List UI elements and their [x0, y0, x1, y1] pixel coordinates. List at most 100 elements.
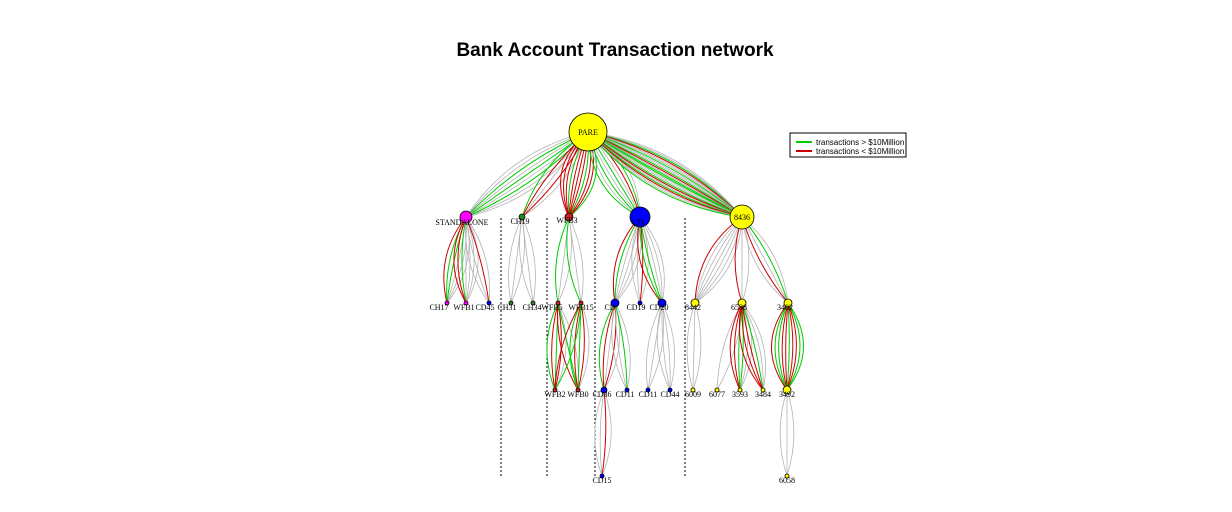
edge-bundle-cd1-cd11a: [611, 302, 631, 391]
node-ch19: CH19: [510, 213, 530, 226]
edge-bundle-standalone-wfb1: [453, 216, 479, 304]
node-label: 6538: [731, 303, 747, 312]
edge-grey: [646, 302, 663, 391]
node-label: CD: [604, 303, 615, 312]
diagram-title: Bank Account Transaction network: [456, 40, 774, 61]
edge-grey: [587, 131, 743, 218]
node-circle: [518, 213, 526, 221]
edge-grey: [786, 389, 795, 477]
node-label: WFB15: [568, 303, 593, 312]
node-circle: [760, 387, 766, 393]
edge-grey: [614, 216, 641, 304]
edge-grey: [692, 302, 702, 391]
edge-green: [741, 302, 764, 391]
edge-green: [461, 216, 467, 304]
node-n8436: 8436: [729, 204, 755, 230]
node-circle: [599, 473, 605, 479]
node-circle: [782, 385, 792, 395]
edge-red: [577, 302, 585, 391]
node-circle: [578, 300, 584, 306]
node-circle: [508, 300, 514, 306]
edge-grey: [661, 302, 676, 391]
edge-bundle-cd1-cd36: [598, 302, 621, 391]
edge-bundle-wfb3-wfb15: [566, 216, 584, 304]
edge-bundle-cd20-cd11b: [646, 302, 664, 391]
edge-green: [587, 131, 743, 218]
node-wfb3: WFB3: [556, 212, 578, 225]
edge-grey: [611, 302, 628, 391]
edge-bundle-n8442-n6009: [686, 302, 702, 391]
edge-grey: [577, 302, 590, 391]
node-n3593: 3593: [732, 387, 748, 399]
node-circle: [530, 300, 536, 306]
edge-red: [443, 216, 467, 304]
edge-green: [639, 216, 663, 304]
edge-grey: [521, 216, 536, 304]
node-cd45: CD45: [475, 300, 495, 312]
edge-grey: [519, 216, 534, 304]
edge-grey: [587, 131, 743, 218]
edge-bundle-cd20-cd44: [656, 302, 676, 391]
edge-red: [453, 216, 467, 304]
edge-bundle-pare-n8436: [587, 131, 743, 218]
node-circle: [624, 387, 630, 393]
edge-grey: [587, 131, 743, 218]
edge-grey: [587, 131, 743, 218]
node-label: 6077: [709, 390, 725, 399]
node-label: 8442: [685, 303, 701, 312]
edge-bundle-n6538-n3593: [729, 302, 753, 391]
node-label: CD44: [660, 390, 679, 399]
node-label: 6009: [685, 390, 701, 399]
edge-grey: [639, 216, 663, 304]
edge-grey: [587, 131, 743, 218]
edge-grey: [465, 216, 479, 304]
edge-green: [786, 302, 790, 391]
edge-grey: [716, 302, 743, 391]
legend-label-below: transactions < $10Million: [816, 147, 904, 156]
edge-grey: [614, 302, 631, 391]
edge-red: [602, 302, 616, 391]
edge-red: [786, 302, 794, 391]
node-label: 3593: [732, 390, 748, 399]
edge-grey: [614, 216, 641, 304]
edge-grey: [741, 302, 764, 391]
edge-grey: [587, 131, 743, 218]
node-label: CD11: [639, 390, 658, 399]
edge-green: [614, 216, 641, 304]
node-circle: [600, 386, 608, 394]
node-n3484: 3484: [755, 387, 771, 399]
edge-red: [771, 302, 789, 391]
node-pare: PARE: [568, 112, 608, 152]
edge-green: [554, 302, 582, 391]
node-wfb2: WFB2: [544, 387, 566, 399]
node-wfb1: WFB1: [453, 300, 475, 312]
node-cd11a: CD11: [616, 387, 635, 399]
node-circle: [784, 473, 790, 479]
edge-grey: [656, 302, 671, 391]
node-n6077: 6077: [709, 387, 725, 399]
node-cd15: CD15: [592, 473, 612, 485]
edge-green: [557, 302, 579, 391]
edge-grey: [647, 302, 664, 391]
edge-green: [614, 302, 628, 391]
edge-green: [587, 131, 743, 218]
edge-grey: [594, 389, 605, 477]
edge-bundle-n6538-n3484: [738, 302, 766, 391]
edge-green: [778, 302, 789, 391]
edge-grey: [587, 131, 743, 218]
node-circle: [575, 387, 581, 393]
edge-red: [729, 302, 743, 391]
node-n6058: 6058: [779, 473, 795, 485]
node-label: CD45: [475, 303, 494, 312]
edge-red: [741, 302, 764, 391]
edge-grey: [587, 131, 743, 218]
node-label: CD11: [616, 390, 635, 399]
node-label: CH19: [510, 217, 529, 226]
edge-green: [566, 216, 582, 304]
edge-grey: [661, 302, 671, 391]
edge-green: [739, 302, 744, 391]
node-circle: [555, 300, 561, 306]
legend-label-above: transactions > $10Million: [816, 138, 904, 147]
edge-green: [786, 302, 801, 391]
node-circle: [486, 300, 492, 306]
